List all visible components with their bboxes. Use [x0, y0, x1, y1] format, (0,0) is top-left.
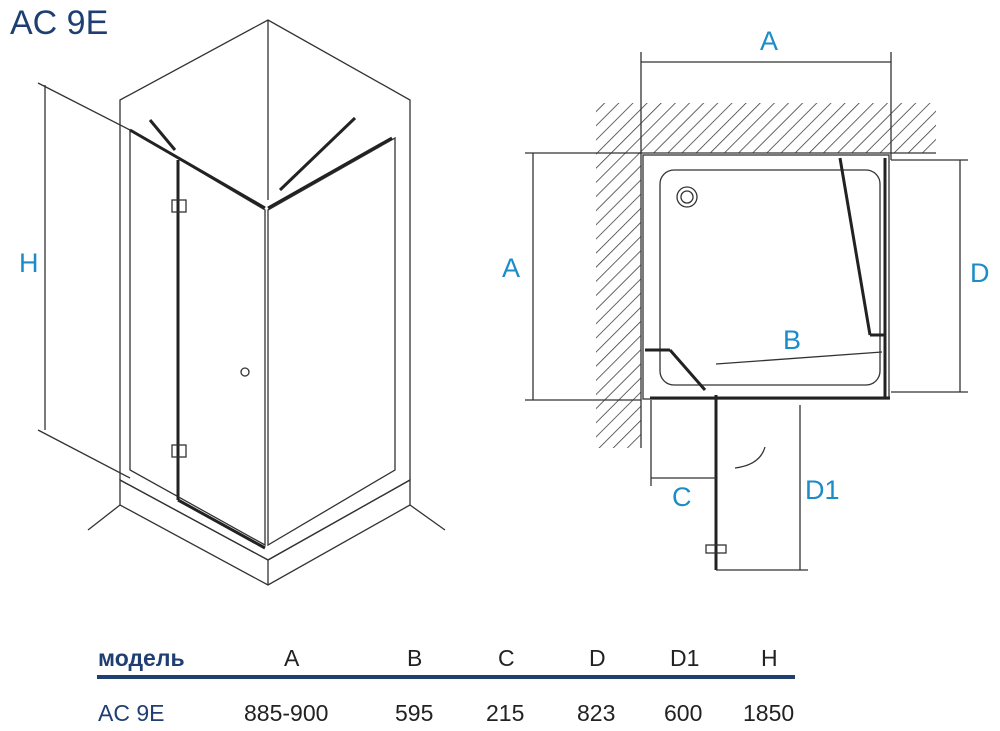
table-header-a: A: [284, 645, 300, 671]
table-cell-h: 1850: [743, 700, 795, 726]
dimension-label-d1: D1: [805, 475, 840, 505]
table-cell-b: 595: [395, 700, 434, 726]
table-cell-c: 215: [486, 700, 525, 726]
isometric-view: H: [19, 19, 446, 586]
dimension-label-d: D: [970, 258, 990, 288]
dimension-label-h: H: [19, 248, 39, 278]
dimension-label-a-top: A: [760, 26, 778, 56]
dimension-label-b: B: [783, 325, 801, 355]
table-cell-a: 885-900: [244, 700, 329, 726]
table-header-c: C: [498, 645, 515, 671]
dimension-label-c: C: [672, 482, 692, 512]
table-header-h: H: [761, 645, 778, 671]
table-header-d1: D1: [670, 645, 700, 671]
dimension-label-a-side: A: [502, 253, 520, 283]
table-header-b: B: [407, 645, 423, 671]
table-header-d: D: [589, 645, 606, 671]
plan-view: A A D B C D1: [502, 26, 990, 571]
table-cell-d1: 600: [664, 700, 703, 726]
model-title: AC 9E: [10, 4, 109, 42]
table-cell-model: AC 9E: [98, 700, 165, 726]
table-cell-d: 823: [577, 700, 616, 726]
table-header-model: модель: [98, 645, 185, 671]
table-divider: [97, 675, 795, 679]
